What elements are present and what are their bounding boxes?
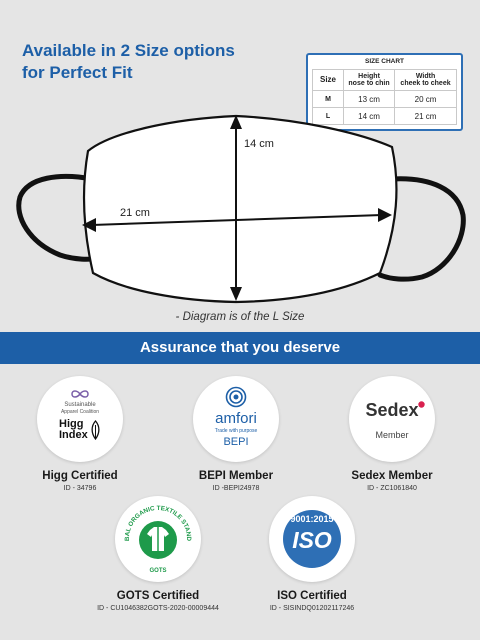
amfori-wordmark: amfori [215, 410, 257, 427]
size-section: Available in 2 Size options for Perfect … [0, 0, 480, 332]
amfori-logo-icon [225, 386, 247, 408]
higg-logo-wordmark: Higg Index [59, 419, 88, 441]
sedex-title: Sedex Member [351, 470, 433, 482]
table-row: L 14 cm 21 cm [312, 107, 457, 125]
width-arrow-left-head [82, 218, 96, 232]
size-cell: L [312, 107, 344, 125]
sedex-id: ID - ZC1061840 [367, 485, 417, 492]
infinity-icon [71, 390, 89, 398]
width-cell: 21 cm [394, 107, 457, 125]
width-dimension-label: 21 cm [120, 207, 150, 219]
amfori-tagline: Trade with purpose [214, 428, 258, 434]
headline-line-2: for Perfect Fit [22, 63, 133, 82]
diagram-note: - Diagram is of the L Size [175, 311, 305, 323]
iso-title: ISO Certified [277, 590, 347, 602]
amfori-badge: amfori Trade with purpose BEPI [193, 376, 279, 462]
width-arrow-right-head [378, 208, 392, 222]
width-arrow [91, 214, 383, 226]
index-word: Index [59, 429, 88, 441]
left-ear-loop [16, 173, 101, 262]
higg-title: Higg Certified [42, 470, 118, 482]
higg-badge: Sustainable Apparel Coalition Higg Index [37, 376, 123, 462]
gots-badge: GLOBAL ORGANIC TEXTILE STANDARD GOTS [115, 496, 201, 582]
higg-logo-small-1: Sustainable [64, 402, 96, 408]
leaf-icon [91, 420, 100, 440]
iso-blue-disc [283, 510, 341, 568]
gots-bottom-text: GOTS [149, 568, 167, 574]
amfori-bepi: BEPI [223, 436, 249, 448]
higg-id: ID - 34796 [63, 485, 97, 492]
sedex-member-text: Member [375, 430, 409, 440]
right-ear-loop [377, 176, 466, 282]
sedex-wordmark: Sedex [365, 400, 419, 420]
size-column-header: Size [312, 69, 344, 91]
height-header-line-1: Height [358, 72, 380, 80]
height-dimension-label: 14 cm [244, 138, 274, 150]
gots-id: ID - CU1046382GOTS-2020-00009444 [97, 605, 219, 612]
mask-diagram [16, 114, 466, 304]
height-cell: 14 cm [342, 107, 396, 125]
gots-title: GOTS Certified [116, 590, 200, 602]
certifications-section: Sustainable Apparel Coalition Higg Index… [0, 364, 480, 640]
amfori-id: ID -BEPI24978 [212, 485, 260, 492]
sedex-badge: Sedex Member [349, 376, 435, 462]
sedex-dot-icon [418, 401, 425, 408]
iso-standard-text: 9001:2015 [290, 514, 334, 524]
height-arrow-down-head [230, 287, 242, 301]
assurance-banner: Assurance that you deserve [0, 332, 480, 364]
height-header-line-2: nose to chin [348, 80, 390, 87]
width-header-line-1: Width [415, 72, 436, 80]
gots-logo: GLOBAL ORGANIC TEXTILE STANDARD [115, 496, 192, 559]
headline-line-1: Available in 2 Size options [22, 41, 235, 60]
size-headline: Available in 2 Size options for Perfect … [22, 40, 282, 84]
higg-logo-small-2: Apparel Coalition [60, 409, 100, 415]
higg-word: Higg [59, 418, 84, 430]
iso-wordmark: ISO [292, 527, 332, 553]
iso-id: ID - SISINDQ01202117246 [269, 605, 355, 612]
width-header-line-2: cheek to cheek [400, 80, 451, 87]
size-chart-title: SIZE CHART [365, 58, 404, 65]
amfori-title: BEPI Member [198, 470, 274, 482]
height-arrow-up-head [230, 115, 242, 129]
iso-badge: 9001:2015 ISO [269, 496, 355, 582]
